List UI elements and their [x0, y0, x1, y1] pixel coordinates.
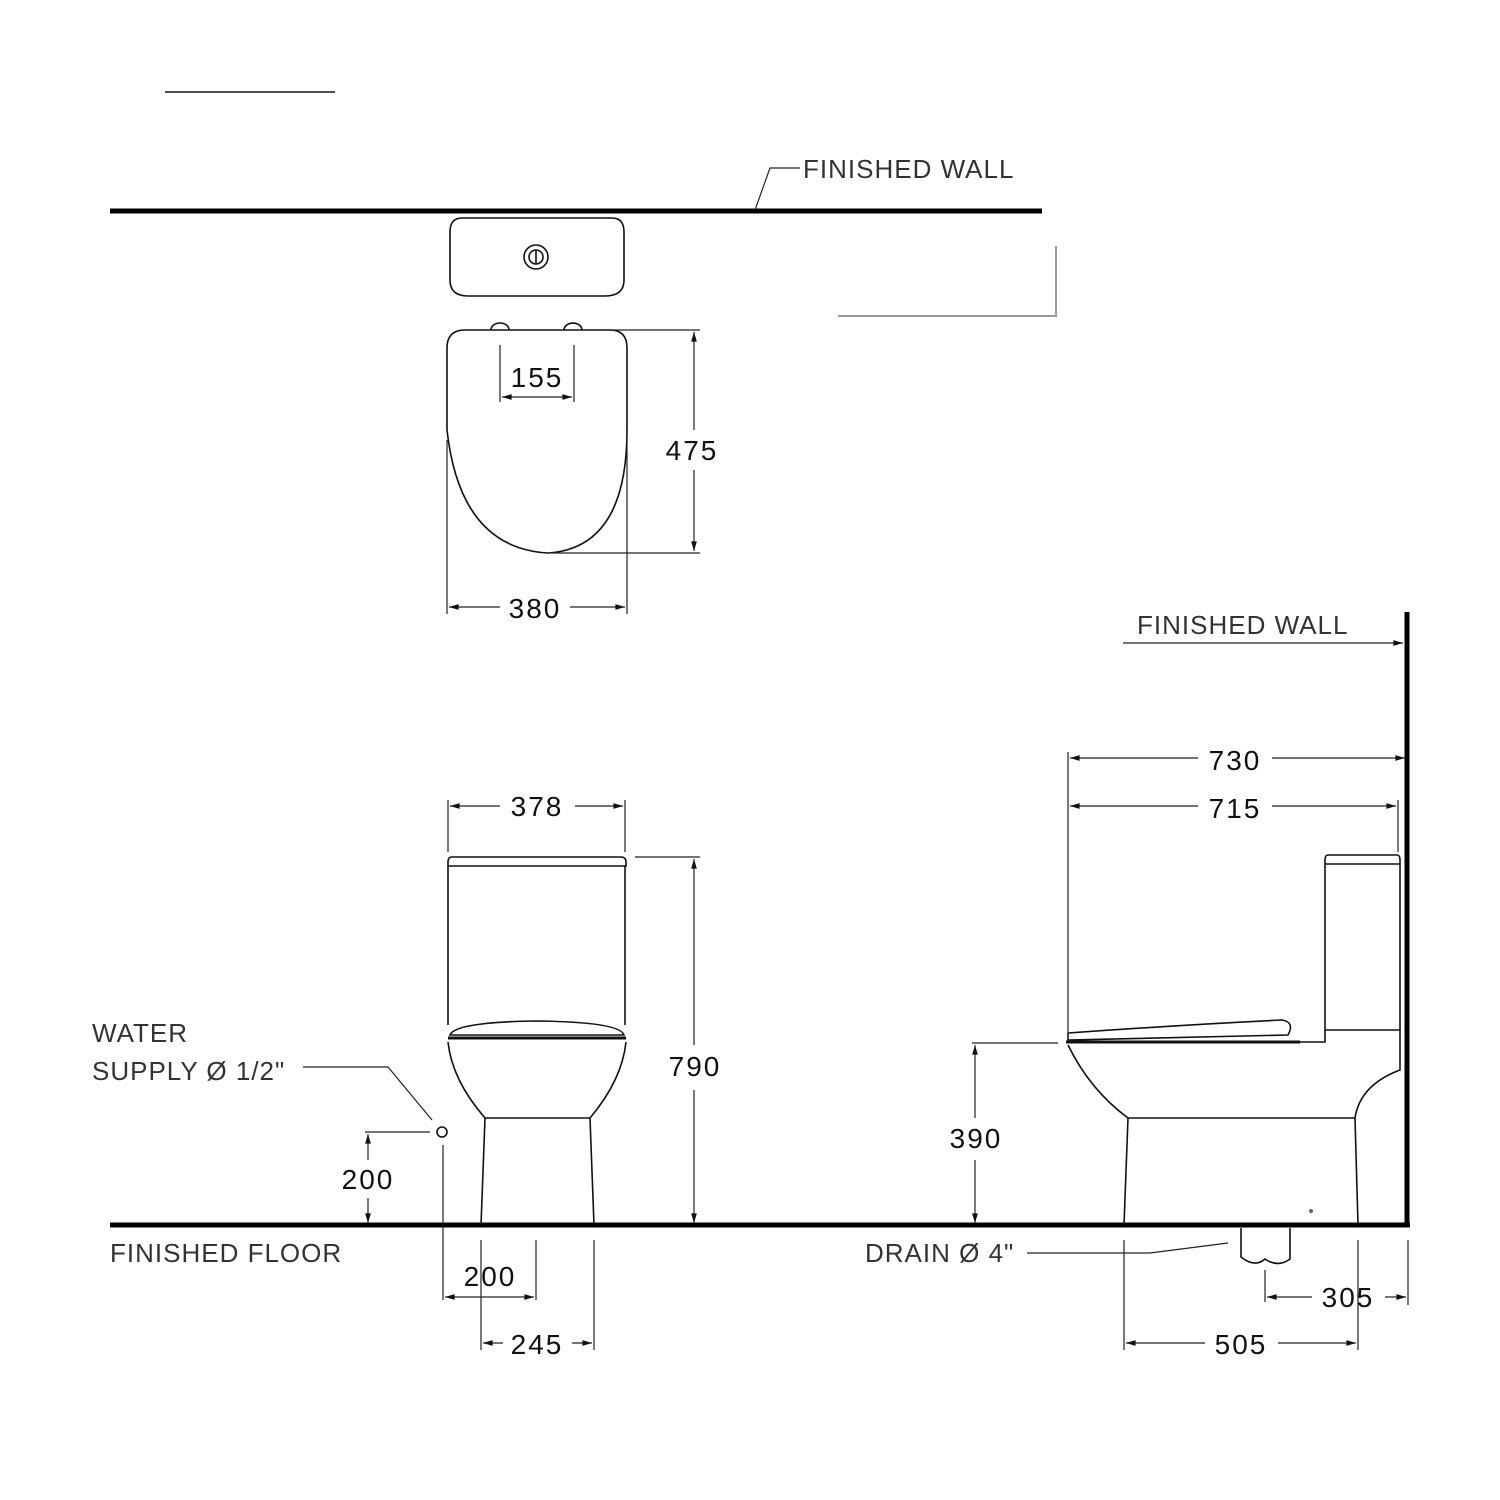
- finished-wall-label-side: FINISHED WALL: [1137, 610, 1348, 640]
- dim-body-depth: 715: [1209, 793, 1262, 824]
- dim-drain-to-wall: 305: [1322, 1282, 1375, 1313]
- dim-plan-width: 380: [509, 593, 562, 624]
- flush-button-icon: [523, 244, 549, 270]
- dim-supply-offset: 200: [464, 1261, 517, 1292]
- front-view-toilet: [447, 856, 627, 1226]
- water-supply-point-icon: [436, 1126, 448, 1138]
- drain-leader: [1027, 1242, 1229, 1254]
- dim-plan-depth: 475: [666, 435, 719, 466]
- plan-seat: [446, 322, 628, 554]
- dim-tank-width: 378: [511, 791, 564, 822]
- drain-label: DRAIN Ø 4": [865, 1238, 1014, 1268]
- dim-overall-height: 790: [669, 1051, 722, 1082]
- drain-pipe-icon: [1240, 1228, 1291, 1265]
- water-supply-leader: [303, 1066, 433, 1121]
- finished-floor-label: FINISHED FLOOR: [110, 1238, 342, 1268]
- dim-base-width: 245: [511, 1329, 564, 1360]
- dim-hinge-spacing: 155: [511, 362, 564, 393]
- dim-supply-height: 200: [342, 1164, 395, 1195]
- wall-leader: [754, 167, 800, 211]
- finished-wall-label-plan: FINISHED WALL: [803, 154, 1014, 184]
- dim-seat-height: 390: [950, 1123, 1003, 1154]
- corner-mark: [838, 246, 1057, 317]
- dim-overall-depth: 730: [1209, 745, 1262, 776]
- side-view-toilet: [1066, 854, 1401, 1226]
- water-supply-label-1: WATER: [92, 1018, 188, 1048]
- dim-base-depth: 505: [1215, 1329, 1268, 1360]
- water-supply-label-2: SUPPLY Ø 1/2": [92, 1056, 285, 1086]
- plan-tank: [449, 217, 625, 297]
